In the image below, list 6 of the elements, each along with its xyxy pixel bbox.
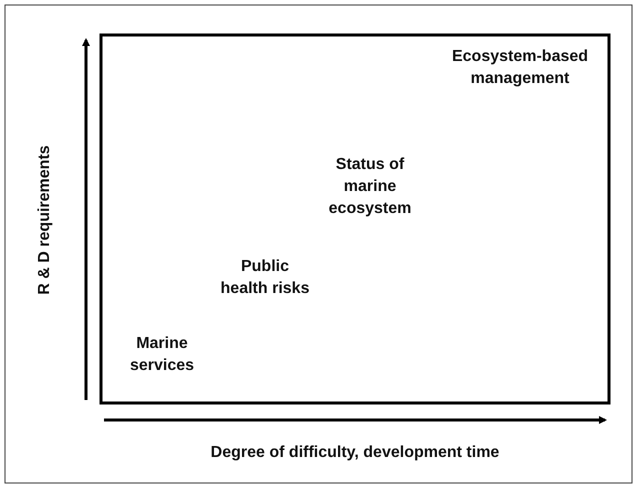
quadrant-label: Ecosystem-based management [450, 47, 590, 89]
quadrant-label: Status of marine ecosystem [328, 155, 412, 219]
quadrant-label: Public health risks [220, 257, 310, 299]
axis-label: Degree of difficulty, development time [210, 443, 500, 463]
quadrant-label: Marine services [128, 334, 196, 376]
axis-label: R & D requirements [35, 144, 54, 297]
